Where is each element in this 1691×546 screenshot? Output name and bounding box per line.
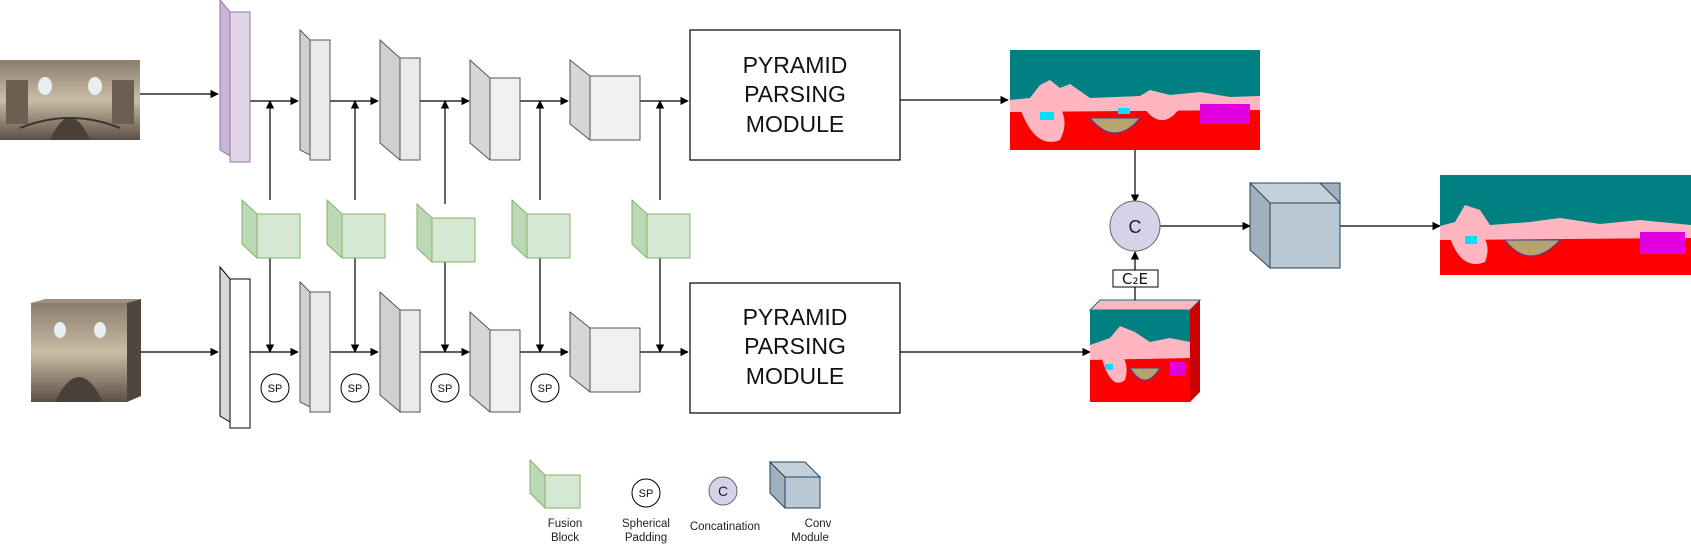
- bottom-ppm-line-2: PARSING: [744, 333, 846, 359]
- bottom-encoder-block-4: [569, 310, 641, 393]
- top-encoder-block-2: [379, 38, 421, 161]
- concatenation-node: C: [1109, 200, 1161, 252]
- legend-concatenation-label: Concatination: [690, 521, 760, 533]
- c2e-label: C₂E: [1122, 270, 1148, 288]
- legend-concatenation: C Concatination: [690, 476, 760, 533]
- legend-fusion-label-1: Fusion: [548, 518, 583, 530]
- legend-spherical-padding: SP Spherical Padding: [622, 478, 670, 544]
- concat-label: C: [1129, 217, 1142, 237]
- final-segmentation-output: [1440, 175, 1691, 275]
- top-pyramid-parsing-module: PYRAMID PARSING MODULE: [689, 29, 901, 161]
- top-segmentation-output: [1010, 50, 1260, 150]
- bottom-ppm-line-3: MODULE: [746, 363, 844, 389]
- sp-marker-4: SP: [530, 373, 560, 403]
- top-purple-conv-layer: [219, 0, 251, 163]
- top-ppm-line-1: PYRAMID: [743, 52, 848, 78]
- bottom-ppm-line-1: PYRAMID: [743, 304, 848, 330]
- top-ppm-line-2: PARSING: [744, 81, 846, 107]
- top-ppm-line-3: MODULE: [746, 111, 844, 137]
- legend-fusion-block: Fusion Block: [529, 458, 583, 544]
- bottom-encoder-block-3: [469, 310, 521, 413]
- bottom-encoder-block-1: [299, 280, 331, 413]
- sp-marker-3: SP: [430, 373, 460, 403]
- fusion-block-2: [326, 198, 386, 259]
- fusion-block-5: [631, 198, 691, 259]
- cubemap-segmentation-output: [1088, 299, 1202, 402]
- spherical-padding-markers: SP SP SP SP: [260, 373, 560, 403]
- top-encoder-block-4: [569, 58, 641, 141]
- top-encoder-block-1: [299, 28, 331, 161]
- fusion-block-3: [416, 202, 476, 263]
- legend-spherical-label-1: Spherical: [622, 518, 670, 530]
- bottom-conv-layer: [219, 265, 251, 429]
- legend-conv-label-1: Conv: [805, 518, 832, 530]
- top-encoder-block-3: [469, 58, 521, 161]
- sp-marker-1: SP: [260, 373, 290, 403]
- legend-concat-icon-label: C: [718, 483, 728, 499]
- legend-conv-module: Conv Module: [768, 460, 832, 544]
- c2e-label-box: C₂E: [1112, 269, 1159, 288]
- sp-label: SP: [268, 383, 283, 395]
- legend-conv-label-2: Module: [791, 532, 829, 544]
- equirectangular-input-image: [0, 60, 140, 140]
- cubemap-input-image: [31, 299, 141, 402]
- legend: Fusion Block SP Spherical Padding C Conc…: [529, 458, 832, 544]
- sp-label: SP: [438, 383, 453, 395]
- sp-marker-2: SP: [340, 373, 370, 403]
- legend-spherical-label-2: Padding: [625, 532, 667, 544]
- fusion-arrows: [265, 100, 665, 353]
- legend-sp-icon-label: SP: [639, 488, 654, 500]
- bottom-pyramid-parsing-module: PYRAMID PARSING MODULE: [689, 282, 901, 414]
- fusion-block-1: [241, 198, 301, 259]
- conv-module: [1248, 182, 1342, 269]
- legend-fusion-label-2: Block: [551, 532, 579, 544]
- bottom-encoder-block-2: [379, 290, 421, 413]
- sp-label: SP: [348, 383, 363, 395]
- fusion-block-4: [511, 198, 571, 259]
- sp-label: SP: [538, 383, 553, 395]
